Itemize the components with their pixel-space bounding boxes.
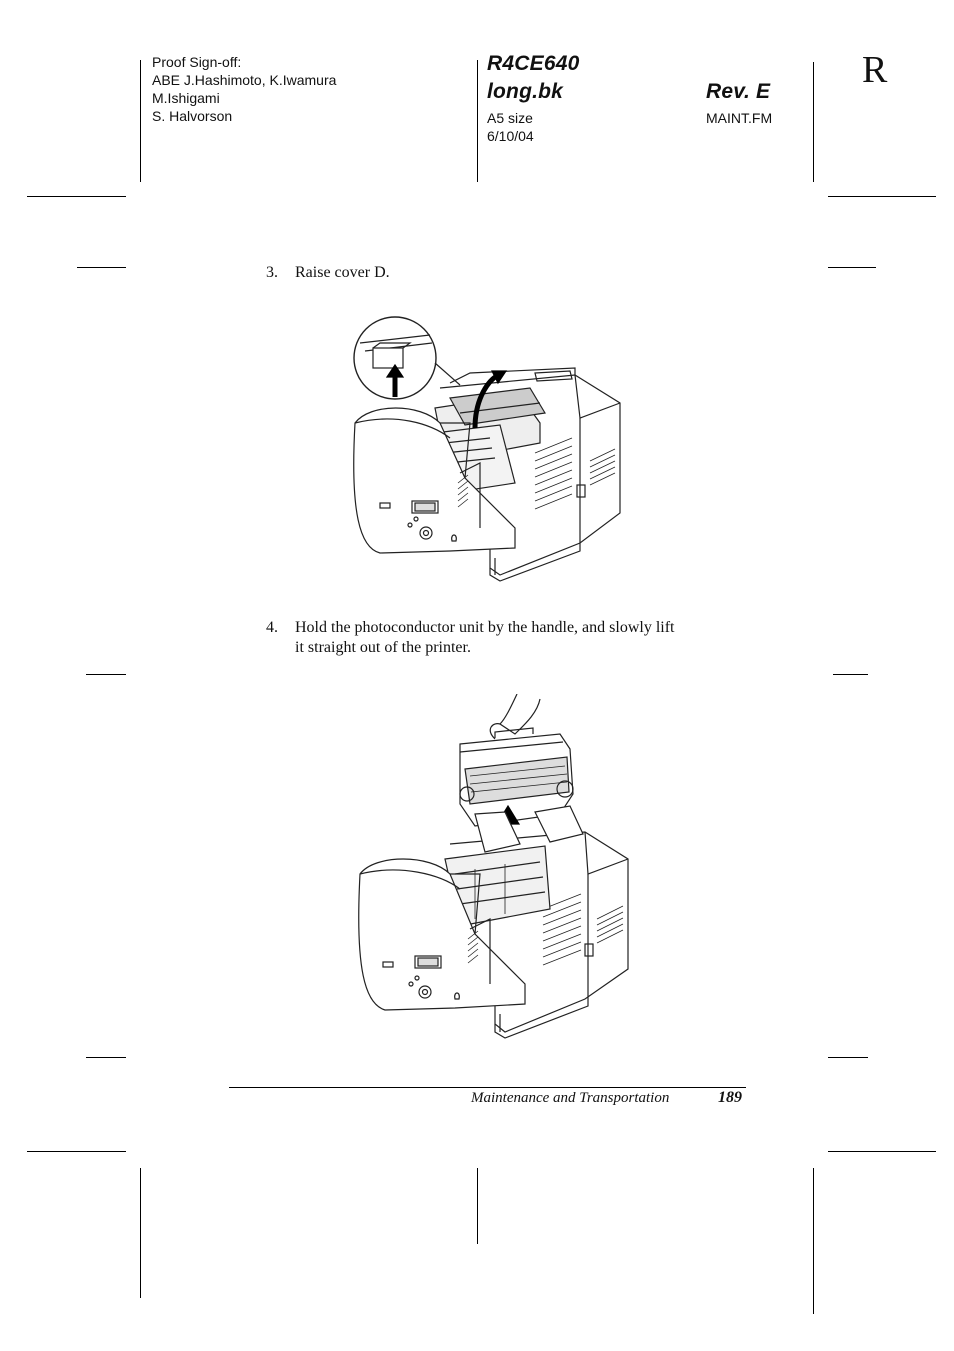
header-divider <box>477 60 478 182</box>
book-name: long.bk <box>487 80 564 103</box>
crop-mark <box>86 1057 126 1058</box>
crop-mark <box>828 1151 936 1152</box>
proof-line: S. Halvorson <box>152 108 233 124</box>
proof-line: ABE J.Hashimoto, K.Iwamura <box>152 72 337 88</box>
header-divider <box>813 62 814 182</box>
crop-mark <box>828 1057 868 1058</box>
remove-photoconductor-illustration <box>345 694 635 1039</box>
crop-mark <box>833 674 868 675</box>
revision: Rev. E <box>706 80 771 103</box>
proof-signoff: Proof Sign-off: ABE J.Hashimoto, K.Iwamu… <box>152 53 392 125</box>
file-name: MAINT.FM <box>706 110 773 126</box>
footer-rule <box>229 1087 746 1088</box>
header-divider <box>140 60 141 182</box>
crop-mark <box>140 1168 141 1298</box>
step-number: 3. <box>266 264 278 281</box>
page-number: 189 <box>718 1089 742 1106</box>
proof-line: M.Ishigami <box>152 90 220 106</box>
corner-letter: R <box>862 49 888 91</box>
crop-mark <box>828 196 936 197</box>
crop-mark <box>27 196 126 197</box>
crop-mark <box>77 267 126 268</box>
raise-cover-illustration <box>340 313 630 583</box>
doc-date: 6/10/04 <box>487 128 534 144</box>
doc-code: R4CE640 <box>487 52 580 75</box>
step-text-line: Hold the photoconductor unit by the hand… <box>295 619 675 636</box>
step-text-line: it straight out of the printer. <box>295 639 471 656</box>
crop-mark <box>828 267 876 268</box>
step-number: 4. <box>266 619 278 636</box>
crop-mark <box>86 674 126 675</box>
proof-line: Proof Sign-off: <box>152 54 242 70</box>
crop-mark <box>813 1168 814 1314</box>
crop-mark <box>27 1151 126 1152</box>
page-size: A5 size <box>487 110 533 126</box>
step-text: Raise cover D. <box>295 264 390 281</box>
crop-mark <box>477 1168 478 1244</box>
footer-section: Maintenance and Transportation <box>471 1090 670 1106</box>
